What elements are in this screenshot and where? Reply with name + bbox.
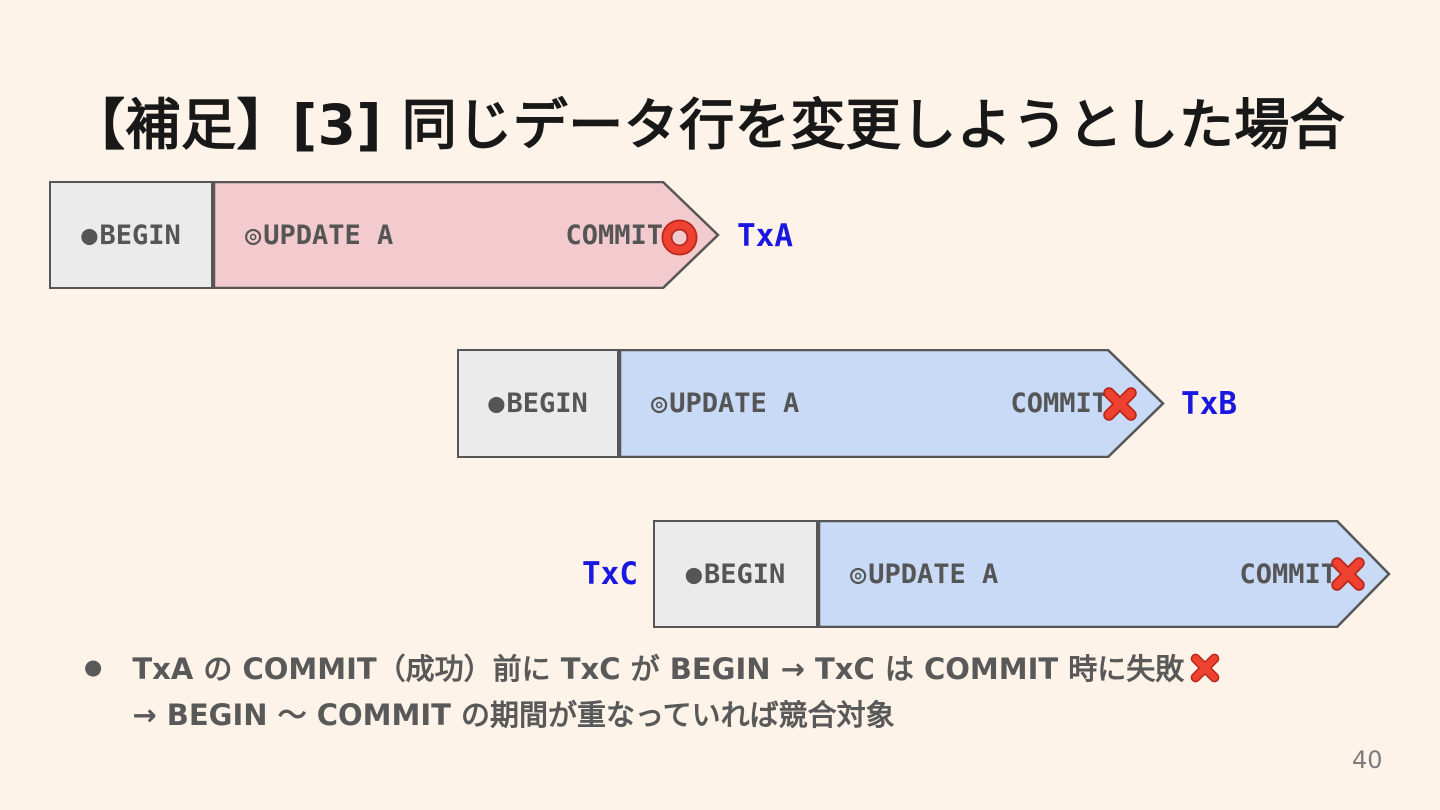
failure-cross-icon (1331, 557, 1365, 591)
notes-block: ● TxA の COMMIT（成功）前に TxC が BEGIN → TxC は… (84, 646, 1223, 738)
update-bullet-icon: ◎ (850, 558, 867, 590)
commit-label: COMMIT (565, 219, 663, 251)
page-number: 40 (1352, 746, 1383, 774)
note-line-1: TxA の COMMIT（成功）前に TxC が BEGIN → TxC は C… (132, 646, 1223, 692)
success-circle-icon (661, 219, 698, 256)
update-label: UPDATE A (868, 558, 999, 590)
update-label: UPDATE A (263, 219, 394, 251)
transaction-bar-txa: ●BEGIN ◎UPDATE A COMMIT (49, 181, 721, 289)
commit-label: COMMIT (1239, 558, 1337, 590)
begin-label: BEGIN (506, 388, 588, 419)
failure-cross-icon (1103, 387, 1137, 421)
commit-label: COMMIT (1010, 388, 1108, 419)
txa-label: TxA (737, 218, 793, 254)
txb-label: TxB (1181, 386, 1237, 422)
update-bullet-icon: ◎ (245, 219, 262, 251)
begin-dot-icon: ● (685, 558, 702, 590)
begin-label: BEGIN (99, 219, 181, 251)
list-bullet-icon: ● (84, 655, 103, 679)
txc-arrow-shape (818, 520, 1391, 628)
failure-cross-icon (1190, 653, 1220, 683)
txc-begin-box: ●BEGIN (653, 520, 818, 628)
txb-begin-box: ●BEGIN (457, 349, 619, 458)
update-label: UPDATE A (669, 388, 800, 419)
begin-label: BEGIN (703, 558, 786, 590)
page-title: 【補足】[3] 同じデータ行を変更しようとした場合 (70, 93, 1346, 157)
transaction-bar-txc: ●BEGIN ◎UPDATE A COMMIT (653, 520, 1393, 628)
begin-dot-icon: ● (81, 219, 98, 251)
txc-label: TxC (582, 556, 638, 592)
txa-begin-box: ●BEGIN (49, 181, 213, 289)
txb-arrow-shape (619, 349, 1165, 458)
txa-arrow-shape (213, 181, 720, 289)
begin-dot-icon: ● (488, 388, 505, 419)
update-bullet-icon: ◎ (651, 388, 668, 419)
note-line-2: → BEGIN ～ COMMIT の期間が重なっていれば競合対象 (132, 698, 895, 732)
transaction-bar-txb: ●BEGIN ◎UPDATE A COMMIT (457, 349, 1167, 458)
